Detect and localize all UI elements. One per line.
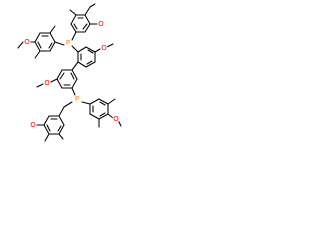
oxygen-label-lower-ring: O bbox=[43, 79, 51, 87]
phosphorus-label: P bbox=[75, 95, 79, 103]
oxygen-label: O bbox=[101, 44, 107, 52]
bond bbox=[107, 113, 114, 119]
bond bbox=[58, 115, 65, 126]
bond bbox=[44, 133, 50, 142]
bond bbox=[98, 98, 109, 105]
bond bbox=[49, 25, 56, 34]
bond bbox=[84, 6, 91, 16]
bond bbox=[56, 69, 63, 80]
oxygen-label: O bbox=[98, 20, 104, 28]
atom-labels: O O O O O O P P bbox=[23, 20, 120, 129]
bond bbox=[82, 23, 88, 30]
bond bbox=[81, 101, 91, 105]
bond bbox=[54, 41, 65, 46]
bond bbox=[85, 61, 96, 68]
bond bbox=[59, 72, 65, 80]
bond bbox=[63, 101, 73, 108]
oxygen-label: O bbox=[113, 115, 119, 123]
bond bbox=[17, 41, 24, 49]
bond bbox=[89, 3, 96, 8]
bond bbox=[70, 72, 75, 80]
bond bbox=[49, 41, 56, 52]
bond bbox=[89, 98, 100, 105]
bond bbox=[70, 23, 77, 33]
bond bbox=[46, 124, 51, 132]
bond bbox=[58, 133, 64, 140]
bond bbox=[89, 113, 100, 120]
bond bbox=[70, 14, 77, 25]
bond bbox=[43, 115, 50, 126]
bond bbox=[57, 125, 62, 132]
oxygen-label-bottom-left-aryl: O bbox=[29, 121, 37, 129]
bond bbox=[69, 9, 77, 16]
bond bbox=[87, 49, 94, 54]
oxygen-label: O bbox=[24, 38, 30, 46]
bond bbox=[34, 32, 41, 43]
oxygen-label: O bbox=[30, 121, 36, 129]
bond bbox=[99, 112, 106, 117]
bond bbox=[48, 42, 53, 49]
phosphorus-label-upper: P bbox=[64, 39, 72, 47]
bond bbox=[106, 43, 114, 48]
bond bbox=[99, 101, 106, 106]
bond bbox=[71, 45, 79, 53]
bond bbox=[94, 48, 101, 53]
bond bbox=[34, 50, 41, 59]
oxygen-label-upper-ring: O bbox=[100, 44, 108, 52]
phosphorus-label-lower: P bbox=[73, 95, 81, 103]
bond bbox=[71, 78, 78, 89]
bond bbox=[34, 41, 41, 52]
bond bbox=[77, 61, 87, 68]
oxygen-label-top-right-aryl: O bbox=[97, 20, 105, 28]
bond bbox=[58, 106, 65, 117]
bond bbox=[50, 78, 58, 83]
bond bbox=[71, 31, 77, 41]
bond bbox=[71, 69, 78, 80]
oxygen-label: O bbox=[44, 79, 50, 87]
bond bbox=[71, 87, 76, 96]
bond bbox=[37, 41, 42, 49]
bond bbox=[71, 61, 79, 71]
phosphorus-label: P bbox=[66, 39, 70, 47]
bond bbox=[49, 32, 56, 43]
bond-lines bbox=[17, 3, 122, 142]
bond bbox=[77, 46, 87, 53]
bond bbox=[73, 23, 78, 30]
bond bbox=[58, 124, 65, 135]
bond bbox=[84, 23, 91, 33]
bond bbox=[84, 14, 91, 25]
bond bbox=[36, 83, 44, 88]
bond bbox=[86, 60, 93, 65]
bond bbox=[43, 124, 50, 135]
molecule-drawing: O O O O O O P P bbox=[17, 3, 122, 142]
bond bbox=[107, 98, 116, 105]
oxygen-label-bottom-right-aryl: O bbox=[112, 115, 120, 123]
bond bbox=[85, 46, 96, 53]
bond bbox=[98, 113, 109, 120]
bond bbox=[56, 78, 63, 89]
oxygen-label-top-left-aryl: O bbox=[23, 38, 31, 46]
